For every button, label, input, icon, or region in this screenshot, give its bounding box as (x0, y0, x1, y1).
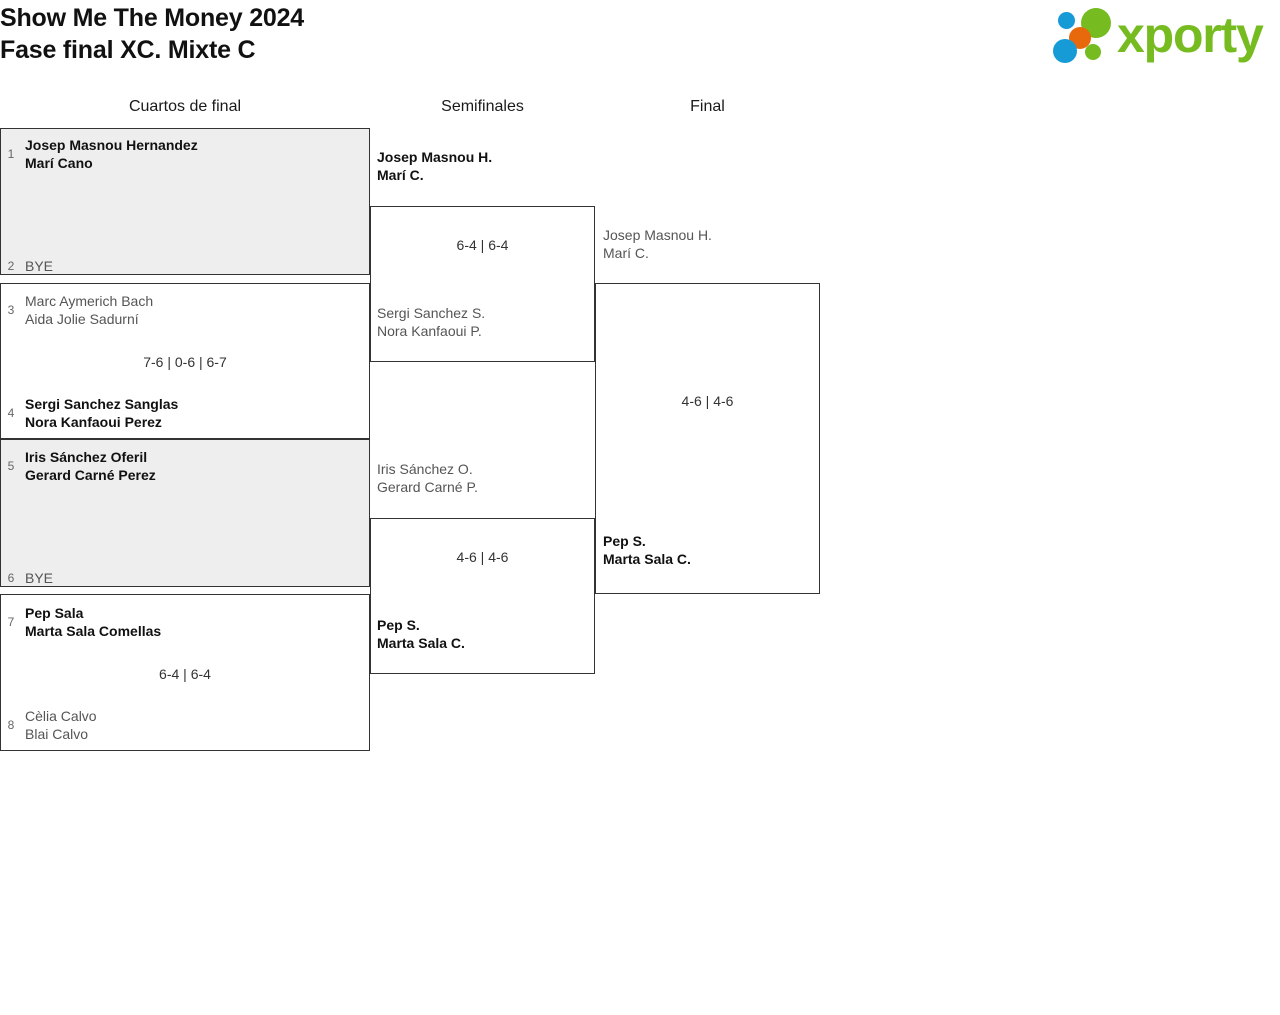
competitor-names: Josep Masnou H. Marí C. (603, 226, 712, 262)
player-name-1: Cèlia Calvo (25, 708, 97, 724)
seed-number: 7 (7, 615, 15, 629)
player-name-1: Iris Sánchez O. (377, 461, 473, 477)
player-name-1: Sergi Sanchez Sanglas (25, 396, 179, 412)
round-header-semifinals: Semifinales (441, 98, 524, 115)
competitor-names: Pep Sala Marta Sala Comellas (25, 604, 161, 640)
logo-dot-green-small (1085, 44, 1101, 60)
seed-number: 4 (7, 406, 15, 420)
player-name-2: Aida Jolie Sadurní (25, 311, 139, 327)
competitor-names: Sergi Sanchez S. Nora Kanfaoui P. (377, 304, 485, 340)
match-box-sf-1[interactable] (370, 206, 595, 362)
match-box-qf-3[interactable] (0, 439, 370, 587)
competitor-names: Josep Masnou H. Marí C. (377, 148, 492, 184)
seed-number: 1 (7, 147, 15, 161)
seed-number: 8 (7, 718, 15, 732)
page-header: Show Me The Money 2024 Fase final XC. Mi… (0, 0, 1280, 78)
player-name-1: Pep Sala (25, 605, 84, 621)
competitor-names: Sergi Sanchez Sanglas Nora Kanfaoui Pere… (25, 395, 178, 431)
round-header-quarterfinals: Cuartos de final (128, 98, 242, 115)
player-name-1: Josep Masnou H. (377, 149, 493, 165)
logo-dots-icon (1045, 6, 1125, 64)
competitor-names: Marc Aymerich Bach Aida Jolie Sadurní (25, 292, 153, 328)
seed-number: 6 (7, 571, 15, 585)
player-name-2: Marí C. (377, 167, 424, 183)
match-box-qf-1[interactable] (0, 128, 370, 275)
score-sf-2: 4-6 | 4-6 (456, 549, 509, 565)
competitor-names: Josep Masnou Hernandez Marí Cano (25, 136, 198, 172)
seed-number: 2 (7, 259, 15, 273)
competitor-names: Pep S. Marta Sala C. (377, 616, 465, 652)
score-qf-2: 7-6 | 0-6 | 6-7 (143, 354, 227, 370)
player-name-2: Marta Sala C. (377, 635, 465, 651)
player-name-2: Gerard Carné Perez (25, 467, 156, 483)
tournament-name: Show Me The Money 2024 (0, 4, 305, 32)
player-name-1: Josep Masnou Hernandez (25, 137, 198, 153)
player-name-2: Blai Calvo (25, 726, 89, 742)
seed-number: 5 (7, 459, 15, 473)
competitor-names: Iris Sánchez Oferil Gerard Carné Perez (25, 448, 156, 484)
competitor-names: Pep S. Marta Sala C. (603, 532, 691, 568)
competitor-names: BYE (25, 257, 53, 275)
player-name-1: Pep S. (377, 617, 420, 633)
player-name-2: Nora Kanfaoui P. (377, 323, 482, 339)
player-name-2: Marí C. (603, 245, 649, 261)
player-name-1: Marc Aymerich Bach (25, 293, 154, 309)
player-name-1: Iris Sánchez Oferil (25, 449, 148, 465)
score-qf-4: 6-4 | 6-4 (159, 666, 211, 682)
logo-dot-blue-large (1053, 39, 1077, 63)
match-box-sf-2[interactable] (370, 518, 595, 674)
match-box-final[interactable] (595, 283, 820, 594)
score-sf-1: 6-4 | 6-4 (456, 237, 509, 253)
match-box-qf-2[interactable] (0, 283, 370, 439)
competitor-names: Iris Sánchez O. Gerard Carné P. (377, 460, 478, 496)
round-header-final: Final (690, 98, 725, 115)
player-name-1: Josep Masnou H. (603, 227, 712, 243)
player-name-1: Sergi Sanchez S. (377, 305, 486, 321)
player-name-2: Marta Sala Comellas (25, 623, 162, 639)
player-name-2: Marí Cano (25, 155, 93, 171)
player-name-1: BYE (25, 570, 54, 586)
score-final: 4-6 | 4-6 (681, 393, 734, 409)
competitor-names: Cèlia Calvo Blai Calvo (25, 707, 97, 743)
page-title: Show Me The Money 2024 Fase final XC. Mi… (0, 2, 304, 66)
player-name-2: Marta Sala C. (603, 551, 691, 567)
match-box-qf-4[interactable] (0, 594, 370, 751)
logo-wordmark: xporty (1117, 7, 1264, 63)
seed-number: 3 (7, 303, 15, 317)
tournament-phase: Fase final XC. Mixte C (0, 36, 256, 64)
player-name-2: Gerard Carné P. (377, 479, 478, 495)
xporty-logo[interactable]: xporty (1045, 6, 1277, 66)
logo-dot-blue-small (1058, 12, 1075, 29)
competitor-names: BYE (25, 569, 53, 587)
player-name-1: BYE (25, 258, 54, 274)
player-name-1: Pep S. (603, 533, 646, 549)
player-name-2: Nora Kanfaoui Perez (25, 414, 162, 430)
